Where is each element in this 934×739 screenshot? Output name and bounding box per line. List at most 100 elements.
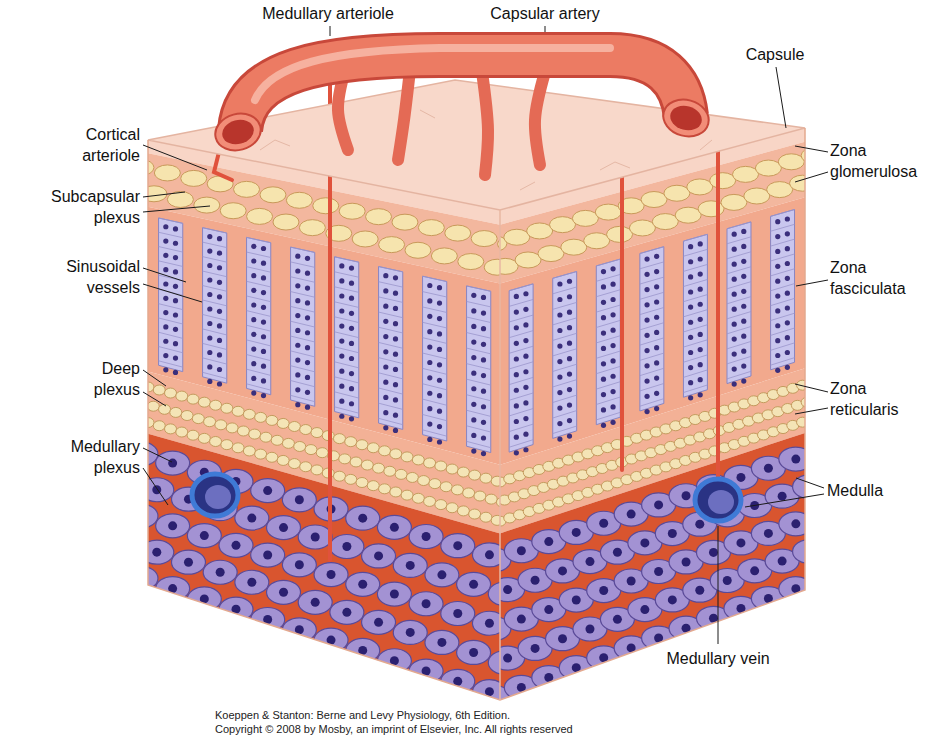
nucleus xyxy=(437,439,442,444)
nucleus xyxy=(599,519,608,528)
surface-mark xyxy=(600,162,630,170)
nucleus xyxy=(785,365,790,370)
nucleus xyxy=(613,615,622,624)
nucleus xyxy=(393,382,398,387)
nucleus xyxy=(601,330,606,335)
nucleus xyxy=(567,294,572,299)
nucleus xyxy=(437,424,442,429)
cell-wall xyxy=(203,242,227,247)
nucleus xyxy=(207,306,212,311)
cell-wall xyxy=(247,296,271,302)
cell-wall xyxy=(727,282,751,289)
medulla-cell xyxy=(235,506,269,530)
medulla-cell xyxy=(377,582,411,606)
nucleus xyxy=(393,291,398,296)
nucleus xyxy=(342,608,351,617)
nucleus xyxy=(173,370,178,375)
reticularis-cell xyxy=(282,438,294,448)
nucleus xyxy=(305,345,310,350)
nucleus xyxy=(327,570,336,579)
reticularis-cell xyxy=(424,458,436,468)
reticularis-cell xyxy=(418,476,430,486)
fasciculata-column xyxy=(335,257,359,418)
nucleus xyxy=(168,459,177,468)
nucleus xyxy=(437,409,442,414)
cell-wall xyxy=(335,287,359,293)
glomerulosa-cell xyxy=(572,210,598,226)
nucleus xyxy=(339,263,344,268)
cell-wall xyxy=(596,320,620,327)
cell-wall xyxy=(423,399,447,405)
cell-wall xyxy=(335,347,359,353)
nucleus xyxy=(567,325,572,330)
cell-wall xyxy=(509,440,533,448)
reticularis-cell xyxy=(165,388,177,398)
medulla-cell xyxy=(793,475,827,499)
nucleus xyxy=(437,331,442,336)
glomerulosa-cell xyxy=(379,237,405,253)
cell-wall xyxy=(467,333,491,339)
nucleus xyxy=(682,491,691,500)
reticularis-cell xyxy=(379,484,391,494)
cell-wall xyxy=(335,272,359,277)
nucleus xyxy=(295,372,300,377)
reticularis-cell xyxy=(367,481,379,491)
nucleus xyxy=(517,615,526,624)
reticularis-cell xyxy=(159,404,171,414)
nucleus xyxy=(523,369,528,374)
nucleus xyxy=(305,330,310,335)
nucleus xyxy=(601,300,606,305)
cell-wall xyxy=(683,370,707,377)
nucleus xyxy=(732,367,737,372)
reticularis-cell xyxy=(311,465,323,475)
nucleus xyxy=(339,293,344,298)
nucleus xyxy=(173,269,178,274)
reticularis-cell xyxy=(192,414,204,424)
cell-wall xyxy=(727,341,751,348)
leader-line xyxy=(143,145,207,170)
cell-wall xyxy=(467,286,491,291)
cell-wall xyxy=(596,412,620,420)
nucleus xyxy=(471,386,476,391)
nucleus xyxy=(261,349,266,354)
nucleus xyxy=(688,244,693,249)
nucleus xyxy=(791,455,800,464)
glomerulosa-cell xyxy=(538,246,564,262)
cube-edge xyxy=(148,128,805,700)
cell-wall xyxy=(291,247,315,252)
nucleus xyxy=(339,414,344,419)
nucleus xyxy=(427,283,432,288)
nucleus xyxy=(471,371,476,376)
nucleus xyxy=(207,263,212,268)
cell-wall xyxy=(467,317,491,323)
nucleus xyxy=(207,292,212,297)
nucleus xyxy=(339,384,344,389)
nucleus xyxy=(232,541,241,550)
reticularis-cell xyxy=(485,494,497,504)
nucleus xyxy=(173,226,178,231)
nucleus xyxy=(295,283,300,288)
reticularis-cell xyxy=(198,433,210,443)
cell-wall xyxy=(683,385,707,393)
glomerulosa-cell xyxy=(595,204,621,220)
reticularis-cell xyxy=(153,385,165,395)
nucleus xyxy=(481,389,486,394)
reticularis-cell xyxy=(469,509,481,519)
nucleus xyxy=(481,295,486,300)
nucleus xyxy=(279,588,288,597)
cell-wall xyxy=(203,314,227,320)
nucleus xyxy=(654,315,659,320)
reticularis-cell xyxy=(243,409,255,419)
nucleus xyxy=(644,363,649,368)
nucleus xyxy=(775,323,780,328)
medulla-band xyxy=(148,434,500,700)
cell-wall xyxy=(640,292,664,299)
nucleus xyxy=(644,409,649,414)
nucleus xyxy=(785,350,790,355)
reticularis-cell xyxy=(367,443,379,453)
medulla-cell xyxy=(251,479,285,503)
nucleus xyxy=(217,251,222,256)
nucleus xyxy=(217,236,222,241)
nucleus xyxy=(437,316,442,321)
nucleus xyxy=(295,387,300,392)
